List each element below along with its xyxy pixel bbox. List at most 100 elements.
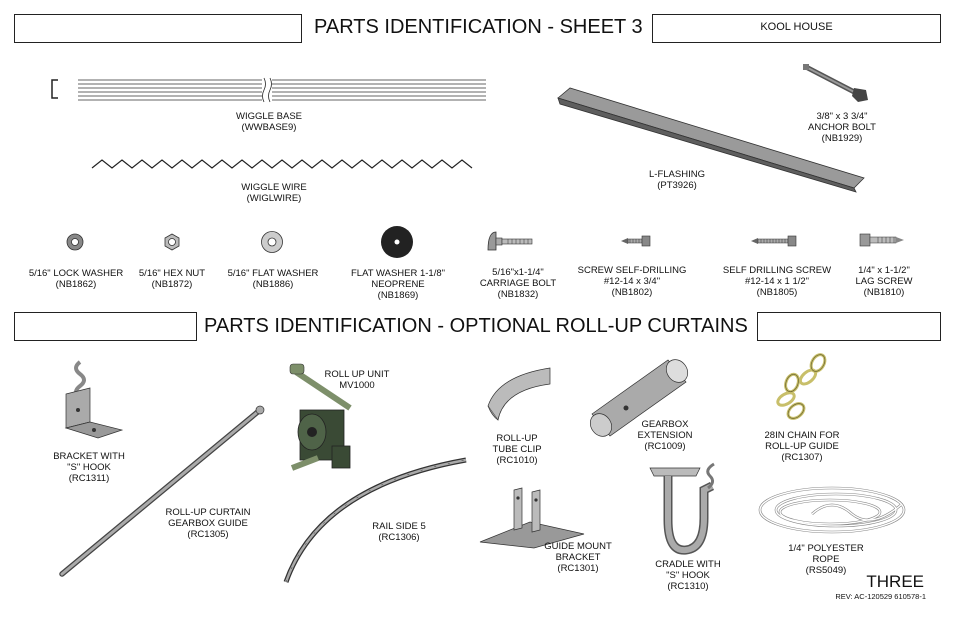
rail-side-code: (RC1306) (378, 532, 420, 543)
cradle-hook-name: CRADLE WITH (655, 559, 721, 570)
screw-short-name: SCREW SELF-DRILLING (577, 265, 687, 276)
header-left-box (14, 14, 302, 43)
revision-code: REV: AC-120529 610578-1 (835, 592, 926, 601)
model-name: KOOL HOUSE (760, 21, 833, 33)
hex-nut-illustration (164, 233, 180, 251)
chain-code: (RC1307) (781, 452, 823, 463)
hex-nut-name: 5/16" HEX NUT (138, 268, 206, 279)
rope-name2: ROPE (812, 554, 840, 565)
chain-label: 28IN CHAIN FOR ROLL-UP GUIDE (RC1307) (765, 430, 840, 463)
carriage-bolt-label: 5/16"x1-1/4" CARRIAGE BOLT (NB1832) (480, 267, 556, 300)
flat-washer-name: 5/16" FLAT WASHER (227, 268, 319, 279)
gearbox-guide-name: ROLL-UP CURTAIN (165, 507, 251, 518)
gearbox-guide-label: ROLL-UP CURTAIN GEARBOX GUIDE (RC1305) (166, 507, 251, 540)
bracket-hook-code: (RC1311) (68, 473, 110, 484)
carriage-bolt-name: CARRIAGE BOLT (479, 278, 557, 289)
hex-nut-label: 5/16" HEX NUT (NB1872) (139, 268, 205, 290)
wiggle-base-name: WIGGLE BASE (236, 111, 302, 122)
cradle-hook-code: (RC1310) (667, 581, 709, 592)
wiggle-wire-name: WIGGLE WIRE (241, 182, 307, 193)
hex-nut-code: (NB1872) (151, 279, 193, 290)
carriage-bolt-size: 5/16"x1-1/4" (492, 267, 544, 278)
guide-mount-name: GUIDE MOUNT (544, 541, 612, 552)
lock-washer-illustration (66, 233, 84, 251)
chain-name2: ROLL-UP GUIDE (765, 441, 839, 452)
rollup-unit-name: ROLL UP UNIT (324, 369, 390, 380)
chain-illustration (776, 353, 827, 420)
rope-label: 1/4" POLYESTER ROPE (RS5049) (788, 543, 864, 576)
rail-side-label: RAIL SIDE 5 (RC1306) (372, 521, 426, 543)
anchor-bolt-size: 3/8" x 3 3/4" (816, 111, 868, 122)
sheet-number: THREE (866, 572, 924, 591)
screw-long-size: #12-14 x 1 1/2" (744, 276, 810, 287)
tube-clip-name: ROLL-UP (496, 433, 538, 444)
lag-screw-code: (NB1810) (863, 287, 905, 298)
bracket-hook-name: BRACKET WITH (53, 451, 125, 462)
neoprene-washer-label: FLAT WASHER 1-1/8" NEOPRENE (NB1869) (351, 268, 445, 301)
rope-code: (RS5049) (805, 565, 847, 576)
carriage-bolt-code: (NB1832) (497, 289, 539, 300)
screw-short-size: #12-14 x 3/4" (603, 276, 661, 287)
screw-short-label: SCREW SELF-DRILLING #12-14 x 3/4" (NB180… (578, 265, 687, 298)
l-flashing-name: L-FLASHING (649, 169, 705, 180)
lag-screw-label: 1/4" x 1-1/2" LAG SCREW (NB1810) (855, 265, 912, 298)
bracket-hook-illustration (64, 360, 124, 439)
screw-long-illustration (751, 235, 797, 247)
bracket-hook-label: BRACKET WITH "S" HOOK (RC1311) (53, 451, 125, 484)
gearbox-guide-name2: GEARBOX GUIDE (168, 518, 248, 529)
neoprene-washer-size: FLAT WASHER 1-1/8" (351, 268, 445, 279)
wiggle-wire-code: (WIGLWIRE) (246, 193, 302, 204)
lock-washer-label: 5/16" LOCK WASHER (NB1862) (29, 268, 123, 290)
section2-right-box (757, 312, 941, 341)
wiggle-base-illustration (51, 76, 486, 104)
tube-clip-name2: TUBE CLIP (492, 444, 542, 455)
wiggle-base-label: WIGGLE BASE (WWBASE9) (236, 111, 302, 133)
anchor-bolt-name: ANCHOR BOLT (808, 122, 876, 133)
page-title: PARTS IDENTIFICATION - SHEET 3 (314, 16, 643, 38)
guide-mount-label: GUIDE MOUNT BRACKET (RC1301) (544, 541, 612, 574)
lag-screw-illustration (859, 233, 904, 247)
screw-long-label: SELF DRILLING SCREW #12-14 x 1 1/2" (NB1… (723, 265, 831, 298)
section2-left-box (14, 312, 197, 341)
gearbox-guide-illustration (59, 405, 265, 577)
gearbox-extension-name2: EXTENSION (637, 430, 693, 441)
rail-side-illustration (283, 457, 467, 583)
gearbox-extension-code: (RC1009) (644, 441, 686, 452)
flat-washer-label: 5/16" FLAT WASHER (NB1886) (228, 268, 319, 290)
l-flashing-label: L-FLASHING (PT3926) (649, 169, 705, 191)
chain-name: 28IN CHAIN FOR (764, 430, 840, 441)
tube-clip-code: (RC1010) (496, 455, 538, 466)
neoprene-washer-name: NEOPRENE (371, 279, 425, 290)
tube-clip-label: ROLL-UP TUBE CLIP (RC1010) (492, 433, 541, 466)
screw-short-code: (NB1802) (611, 287, 653, 298)
lock-washer-name: 5/16" LOCK WASHER (28, 268, 124, 279)
header-right-box (652, 14, 941, 43)
flat-washer-code: (NB1886) (252, 279, 294, 290)
rollup-unit-code: MV1000 (339, 380, 375, 391)
neoprene-washer-code: (NB1869) (377, 290, 419, 301)
l-flashing-illustration (557, 87, 865, 193)
lock-washer-code: (NB1862) (55, 279, 97, 290)
rope-name: 1/4" POLYESTER (788, 543, 864, 554)
cradle-hook-name2: "S" HOOK (666, 570, 710, 581)
gearbox-guide-code: (RC1305) (187, 529, 229, 540)
anchor-bolt-illustration (803, 64, 868, 102)
anchor-bolt-code: (NB1929) (821, 133, 863, 144)
cradle-hook-label: CRADLE WITH "S" HOOK (RC1310) (655, 559, 720, 592)
anchor-bolt-label: 3/8" x 3 3/4" ANCHOR BOLT (NB1929) (808, 111, 876, 144)
wiggle-wire-illustration (91, 159, 473, 169)
screw-short-illustration (621, 235, 651, 247)
tube-clip-illustration (487, 367, 551, 421)
guide-mount-illustration (479, 487, 585, 549)
lag-screw-name: LAG SCREW (855, 276, 913, 287)
gearbox-extension-name: GEARBOX (641, 419, 689, 430)
gearbox-extension-label: GEARBOX EXTENSION (RC1009) (638, 419, 693, 452)
l-flashing-code: (PT3926) (657, 180, 697, 191)
bracket-hook-name2: "S" HOOK (67, 462, 111, 473)
rope-illustration (758, 486, 906, 534)
guide-mount-name2: BRACKET (555, 552, 601, 563)
lag-screw-size: 1/4" x 1-1/2" (858, 265, 910, 276)
rollup-unit-label: ROLL UP UNIT MV1000 (325, 369, 390, 391)
rollup-unit-illustration (289, 363, 352, 471)
cradle-hook-illustration (649, 462, 715, 555)
